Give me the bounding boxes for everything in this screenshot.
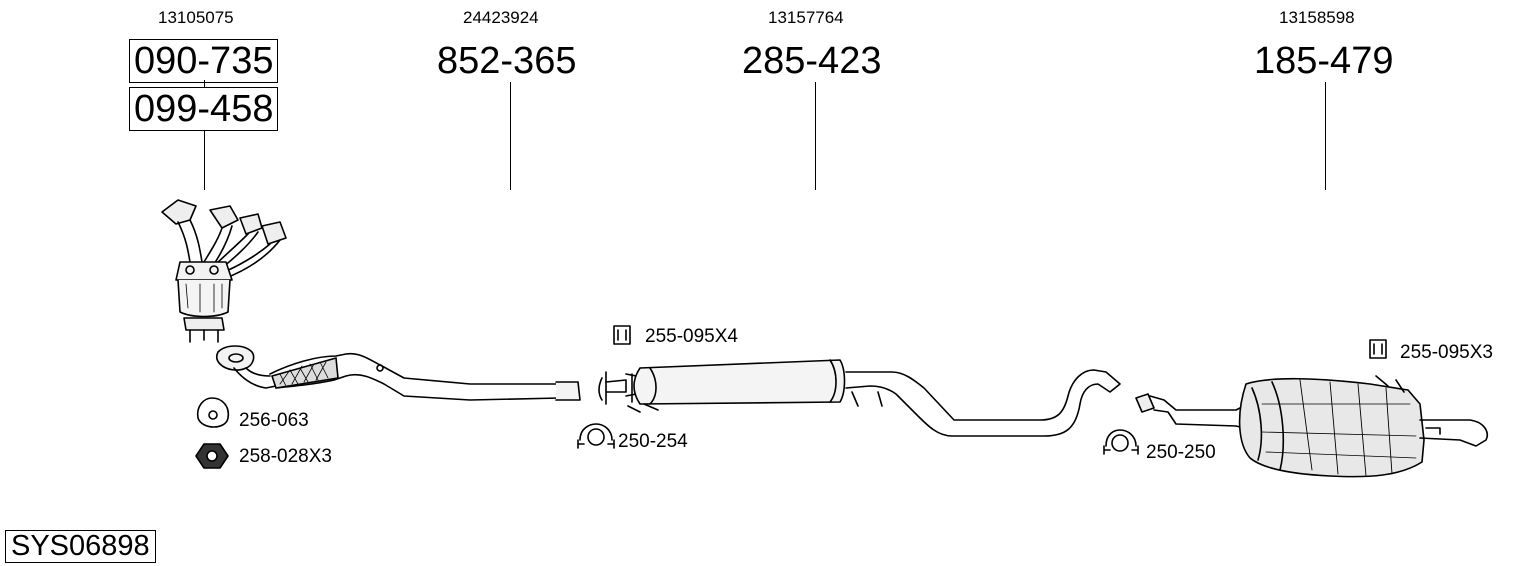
- oem-number-3: 13157764: [768, 8, 844, 27]
- oem-number-1: 13105075: [158, 8, 234, 27]
- leader-line-front-pipe: [510, 82, 511, 190]
- front-pipe-drawing: [215, 345, 581, 401]
- part-number-rear-silencer[interactable]: 185-479: [1254, 40, 1394, 82]
- accessory-label-rubber-mount-front[interactable]: 255-095X4: [645, 326, 738, 347]
- rubber-mount-icon: [1369, 339, 1387, 359]
- oem-number-4: 13158598: [1279, 8, 1355, 27]
- leader-line-catalyst-connector: [204, 80, 205, 88]
- accessory-label-rubber-mount-rear[interactable]: 255-095X3: [1400, 342, 1493, 363]
- part-number-catalyst-2[interactable]: 099-458: [129, 87, 279, 131]
- middle-silencer-drawing: [598, 359, 1121, 437]
- pipe-clamp-icon: [1103, 429, 1139, 455]
- system-code-box: SYS06898: [5, 530, 156, 563]
- gasket-icon: [196, 397, 230, 428]
- part-number-catalyst-1[interactable]: 090-735: [129, 39, 279, 83]
- accessory-label-nut[interactable]: 258-028X3: [239, 446, 332, 467]
- leader-line-rear-silencer: [1325, 82, 1326, 190]
- part-number-middle-silencer[interactable]: 285-423: [742, 40, 882, 82]
- accessory-label-clamp-middle[interactable]: 250-254: [618, 431, 688, 452]
- pipe-clamp-icon: [577, 423, 615, 449]
- hex-nut-icon: [195, 443, 229, 469]
- leader-line-catalyst: [204, 130, 205, 190]
- part-number-front-pipe[interactable]: 852-365: [437, 40, 577, 82]
- rubber-mount-icon: [613, 325, 631, 345]
- rear-silencer-drawing: [1135, 375, 1488, 478]
- oem-number-2: 24423924: [463, 8, 539, 27]
- leader-line-middle-silencer: [815, 82, 816, 190]
- exhaust-manifold-catalyst-drawing: [161, 199, 287, 343]
- accessory-label-clamp-rear[interactable]: 250-250: [1146, 442, 1216, 463]
- accessory-label-gasket[interactable]: 256-063: [239, 410, 309, 431]
